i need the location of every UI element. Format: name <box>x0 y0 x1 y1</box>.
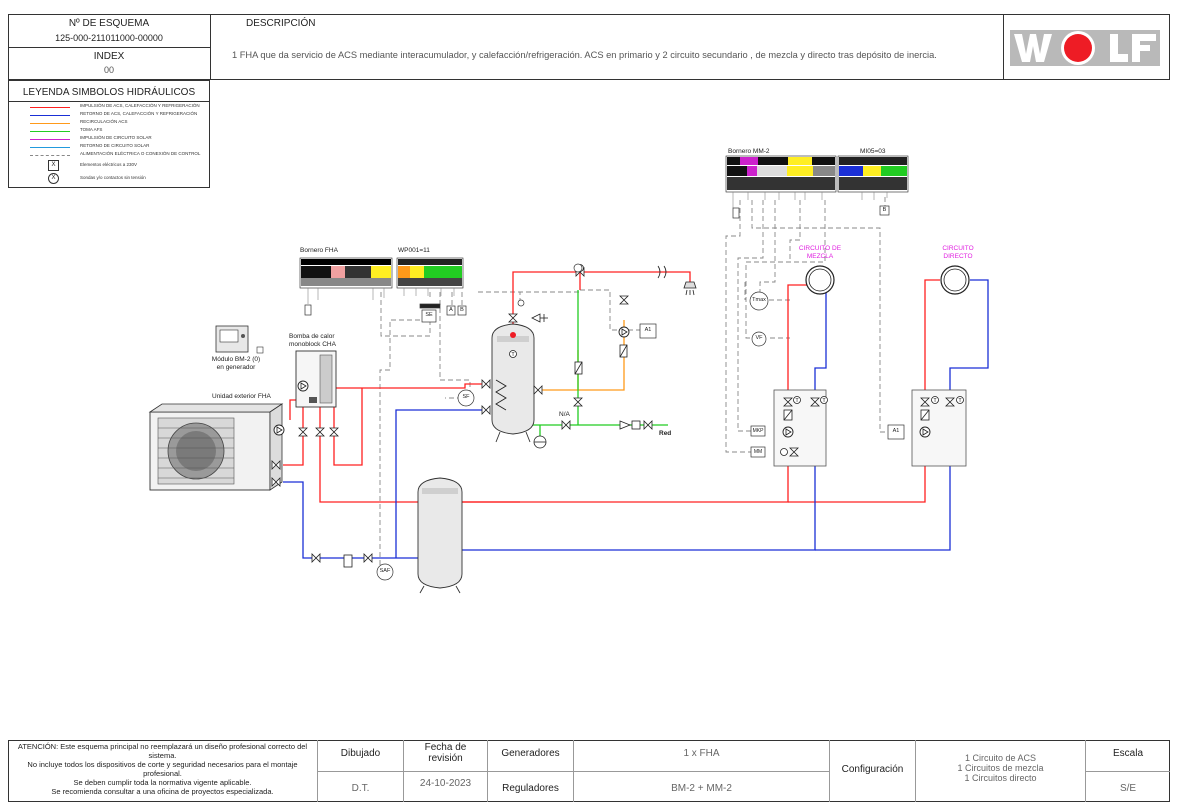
safety-valve-icon <box>531 313 548 323</box>
legend-divider <box>8 101 210 102</box>
expansion-vessel-icon <box>533 435 547 449</box>
sensor-mm-label: MM <box>753 449 763 455</box>
configuracion-label-cell: Configuración <box>830 740 916 802</box>
footer-divider <box>1086 771 1170 772</box>
sensor-se-label: SE <box>425 312 433 318</box>
dibujado-cell: Dibujado D.T. <box>318 740 404 802</box>
heat-pump-label-line1: Bomba de calor <box>289 333 335 340</box>
shower-icon <box>657 265 697 296</box>
header-divider <box>1003 14 1004 80</box>
mixing-circuit-emitter-icon <box>805 265 835 295</box>
header-divider <box>8 47 210 48</box>
bm2-label-line1: Módulo BM-2 (0) <box>211 356 261 363</box>
bornero-mm2-block <box>725 155 837 193</box>
direct-circuit-label-line1: CIRCUITO <box>942 245 974 252</box>
escala-cell: Escala S/E <box>1112 748 1143 794</box>
outdoor-unit-label: Unidad exterior FHA <box>212 393 271 400</box>
bm2-label-line2: en generador <box>216 364 256 371</box>
footer-divider <box>318 771 830 772</box>
return-pipes <box>283 279 989 559</box>
heat-pump-label-line2: monoblock CHA <box>289 341 336 348</box>
description-text: 1 FHA que da servicio de ACS mediante in… <box>232 50 937 60</box>
control-wiring <box>379 197 892 573</box>
wp001-block <box>396 257 464 289</box>
valve-icons <box>271 267 955 563</box>
red-label: Red <box>659 430 672 437</box>
heat-pump-unit <box>295 350 337 408</box>
pump-icons <box>273 326 931 448</box>
description-label: DESCRIPCIÓN <box>246 18 316 29</box>
scheme-number-label: Nº DE ESQUEMA <box>68 18 150 29</box>
dhw-tank <box>491 323 535 443</box>
direct-circuit-emitter-icon <box>940 265 970 295</box>
sensor-mkp-label: MKP <box>752 428 764 434</box>
circle-symbol-icon: X <box>48 173 59 184</box>
index-label: INDEX <box>93 51 125 62</box>
terminal-leads <box>307 192 888 304</box>
legend-title: LEYENDA SIMBOLOS HIDRÁULICOS <box>22 87 196 98</box>
buffer-tank <box>417 477 463 594</box>
bornero-mm2-label: Bornero MM-2 <box>728 148 770 155</box>
sensor-a1-label: A1 <box>644 327 652 333</box>
cold-water-pipes <box>512 290 668 440</box>
mi05-label: MI05=03 <box>860 148 886 155</box>
configuracion-value-cell: 1 Circuito de ACS 1 Circuitos de mezcla … <box>916 740 1086 802</box>
sensor-tmax-label: Tmax <box>752 297 766 303</box>
mixing-circuit-label-line2: MEZCLA <box>806 253 834 260</box>
sensor-sf-label: SF <box>462 394 470 400</box>
generadores-cell: Generadores Reguladores <box>488 740 574 802</box>
mi05-block <box>837 155 909 193</box>
wp001-label: WP001=11 <box>398 247 430 254</box>
sensor-saf-label: SAF <box>379 568 391 574</box>
wolf-logo <box>1010 26 1160 70</box>
sensor-b-label: B <box>460 307 464 313</box>
mixing-circuit-label-line1: CIRCUITO DE <box>798 245 842 252</box>
footer-warning: ATENCIÓN: Este esquema principal no reem… <box>8 740 318 802</box>
generadores-value-cell: 1 x FHA BM-2 + MM-2 <box>574 740 830 802</box>
na-label: N/A <box>559 411 570 418</box>
index-value: 00 <box>103 65 114 75</box>
bornero-fha-label: Bornero FHA <box>300 247 338 254</box>
sensor-a1b-label: A1 <box>892 428 900 434</box>
fecha-cell: Fecha de revisión 24-10-2023 <box>404 740 488 802</box>
box-symbol-icon: X <box>48 160 59 171</box>
outdoor-unit <box>148 403 284 491</box>
sensor-b2-label: B <box>882 207 887 213</box>
header-divider <box>210 14 211 80</box>
direct-module-box <box>911 389 967 467</box>
sensor-a-label: A <box>449 307 453 313</box>
sensor-vf-label: VF <box>755 335 763 341</box>
bm2-module <box>215 325 264 354</box>
legend-box <box>8 80 210 188</box>
scheme-number: 125-000-211011000-00000 <box>55 33 163 43</box>
supply-pipes <box>283 266 940 503</box>
check-valve-icons <box>343 344 930 568</box>
sensor-symbols <box>304 205 905 581</box>
direct-circuit-label-line2: DIRECTO <box>943 253 973 260</box>
bornero-fha-block <box>299 257 393 289</box>
